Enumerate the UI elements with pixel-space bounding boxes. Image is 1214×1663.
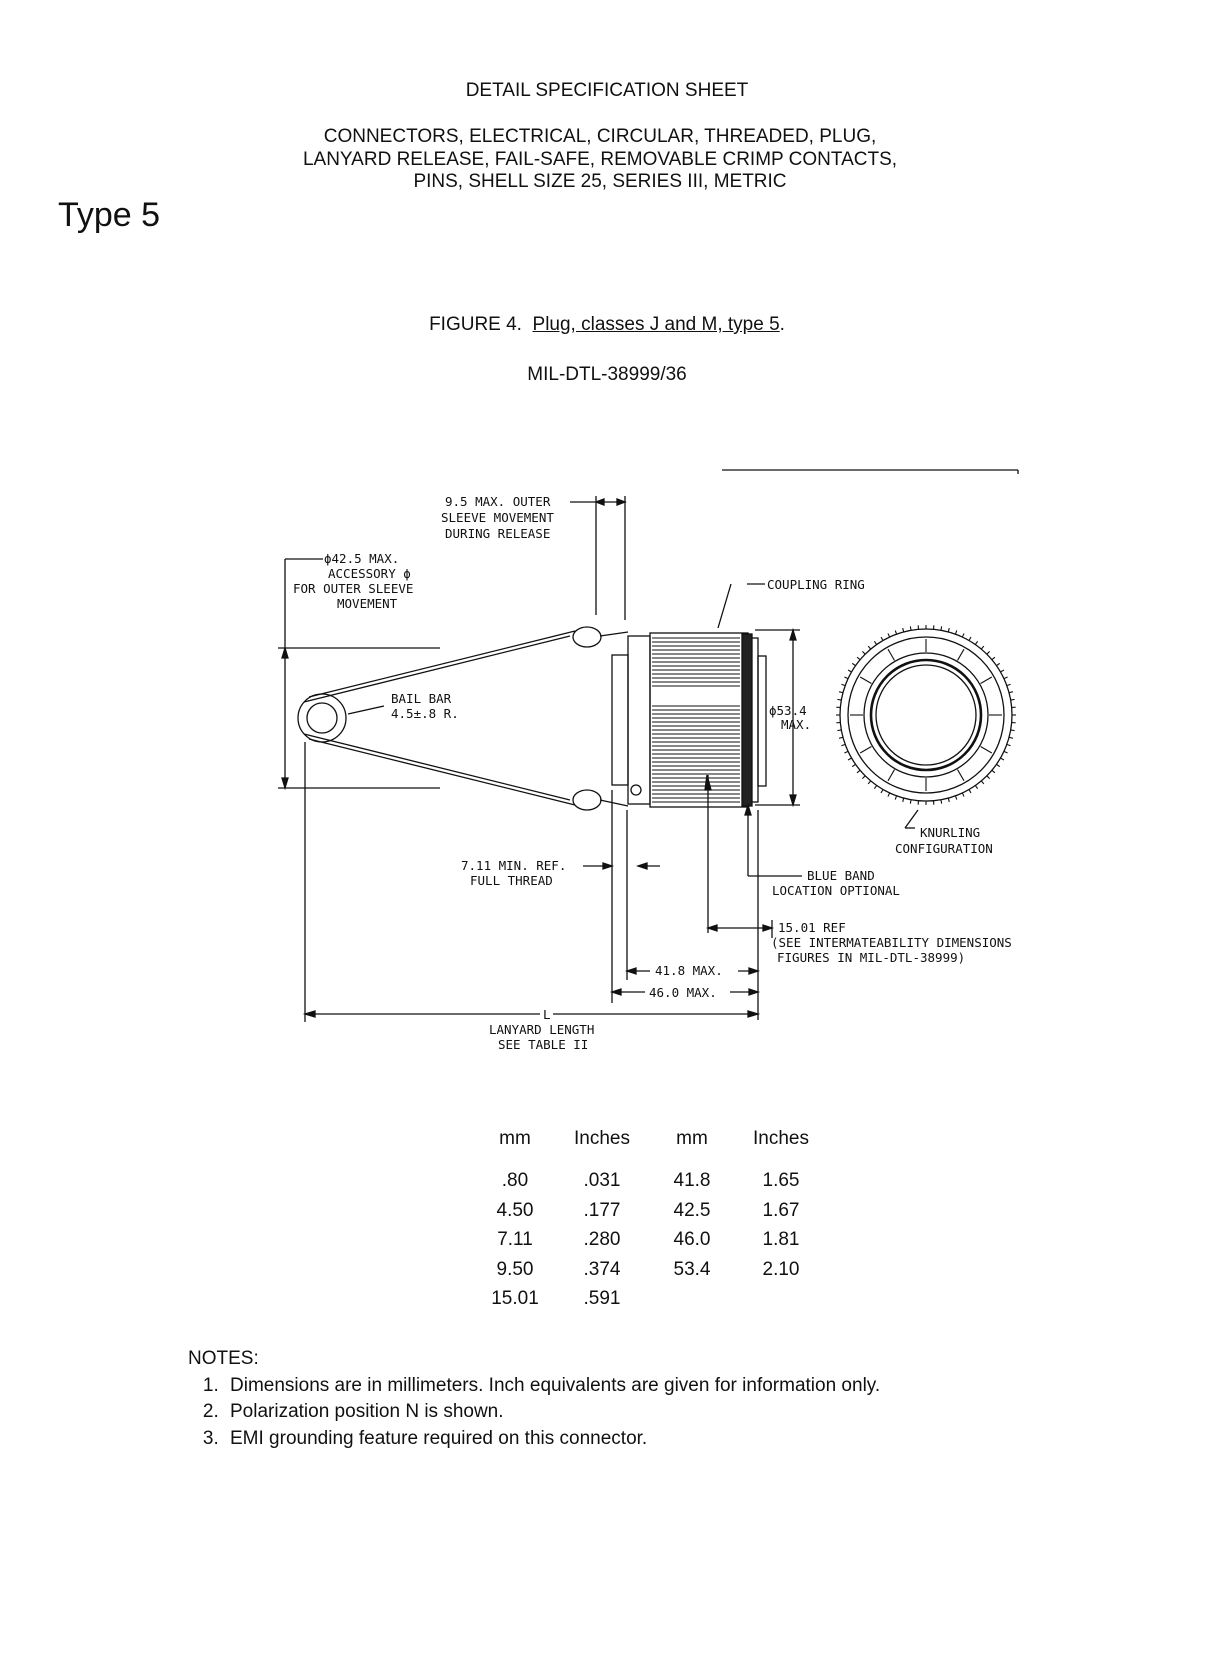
notes-list: Dimensions are in millimeters. Inch equi…	[188, 1373, 880, 1453]
blue-band-label: BLUE BAND LOCATION OPTIONAL	[772, 868, 900, 898]
table-cell: .374	[583, 1258, 621, 1280]
max-418-label: 41.8 MAX.	[655, 963, 723, 978]
table-cell: 42.5	[673, 1199, 711, 1221]
note-item: Polarization position N is shown.	[224, 1399, 880, 1426]
max-460-label: 46.0 MAX.	[649, 985, 717, 1000]
note-item: EMI grounding feature required on this c…	[224, 1426, 880, 1453]
subtitle-line: CONNECTORS, ELECTRICAL, CIRCULAR, THREAD…	[323, 126, 877, 147]
table-cell: 41.8	[673, 1170, 711, 1191]
ref-1501-label: 15.01 REF (SEE INTERMATEABILITY DIMENSIO…	[771, 920, 1019, 965]
lanyard-length-label: L LANYARD LENGTH SEE TABLE II	[489, 1007, 602, 1052]
table-cell: 7.11	[497, 1229, 533, 1250]
table-cell: 53.4	[673, 1258, 711, 1280]
table-cell: 1.81	[762, 1229, 800, 1250]
figure-caption-title: Plug, classes J and M, type 5	[532, 314, 780, 335]
table-cell: 9.50	[496, 1258, 534, 1280]
sheet-title: DETAIL SPECIFICATION SHEET	[465, 80, 749, 101]
table-header-cell: Inches	[753, 1128, 809, 1149]
subtitle-line: LANYARD RELEASE, FAIL-SAFE, REMOVABLE CR…	[302, 148, 898, 170]
table-header-cell: mm	[676, 1128, 708, 1149]
accessory-diameter-label: ϕ42.5 MAX. ACCESSORY ϕ FOR OUTER SLEEVE …	[293, 551, 421, 611]
table-cell: 46.0	[673, 1229, 711, 1250]
table-cell: 15.01	[491, 1288, 539, 1309]
connector-drawing: 9.5 MAX. OUTER SLEEVE MOVEMENT DURING RE…	[278, 469, 1019, 1052]
bail-bar-label: BAIL BAR 4.5±.8 R.	[391, 691, 459, 721]
knurling-label: KNURLING CONFIGURATION	[895, 825, 993, 856]
table-cell: 4.50	[496, 1199, 534, 1221]
doc-number: MIL-DTL-38999/36	[527, 364, 687, 385]
table-cell: .591	[583, 1288, 621, 1309]
notes: NOTES: Dimensions are in millimeters. In…	[188, 1346, 880, 1452]
table-cell: 2.10	[762, 1258, 800, 1280]
subtitle-line: PINS, SHELL SIZE 25, SERIES III, METRIC	[413, 171, 787, 192]
table-header-cell: mm	[499, 1128, 531, 1149]
table-header-cell: Inches	[574, 1128, 630, 1149]
full-thread-label: 7.11 MIN. REF. FULL THREAD	[461, 858, 574, 888]
notes-title: NOTES:	[188, 1348, 259, 1369]
figure-caption-suffix: .	[779, 314, 785, 335]
outer-sleeve-label: 9.5 MAX. OUTER SLEEVE MOVEMENT DURING RE…	[441, 494, 561, 541]
figure-caption-prefix: FIGURE 4.	[429, 314, 522, 335]
figure-caption: FIGURE 4. Plug, classes J and M, type 5.	[0, 314, 1214, 336]
table-cell: 1.65	[762, 1170, 800, 1191]
table-cell: .177	[583, 1199, 621, 1221]
table-cell: .80	[501, 1170, 529, 1191]
table-cell: .031	[583, 1170, 621, 1191]
note-item: Dimensions are in millimeters. Inch equi…	[224, 1373, 880, 1400]
subtitle: CONNECTORS, ELECTRICAL, CIRCULAR, THREAD…	[200, 126, 1000, 194]
type-label: Type 5	[58, 196, 161, 234]
table-cell: 1.67	[762, 1199, 800, 1221]
diameter-label: ϕ53.4 MAX.	[769, 703, 814, 732]
table-cell: .280	[583, 1229, 621, 1250]
coupling-ring-label: COUPLING RING	[767, 577, 865, 592]
